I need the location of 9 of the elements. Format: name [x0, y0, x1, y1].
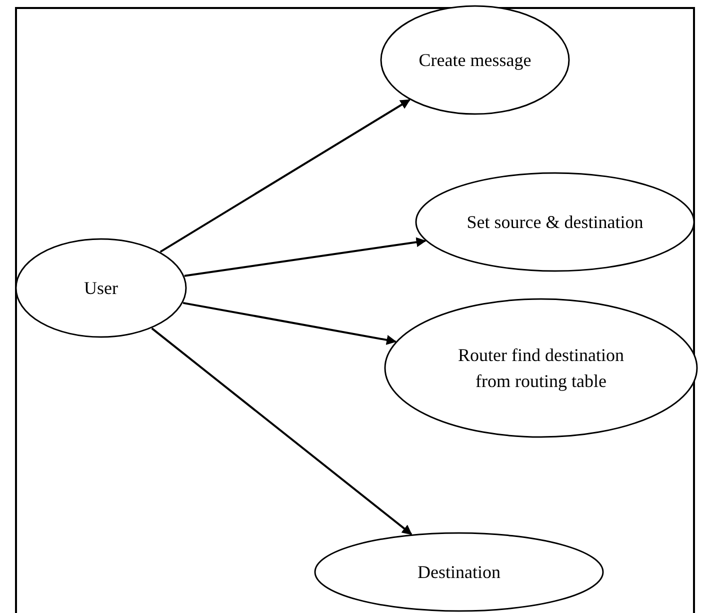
node-label: User [84, 276, 118, 300]
arrow [182, 302, 397, 345]
arrow [151, 328, 412, 535]
arrow [184, 237, 426, 277]
node-label: Destination [418, 560, 500, 584]
node-label: Set source & destination [466, 210, 644, 234]
node-label: Router find destination from routing table [457, 344, 625, 393]
node-label: Create message [418, 48, 532, 72]
arrow [160, 99, 410, 253]
